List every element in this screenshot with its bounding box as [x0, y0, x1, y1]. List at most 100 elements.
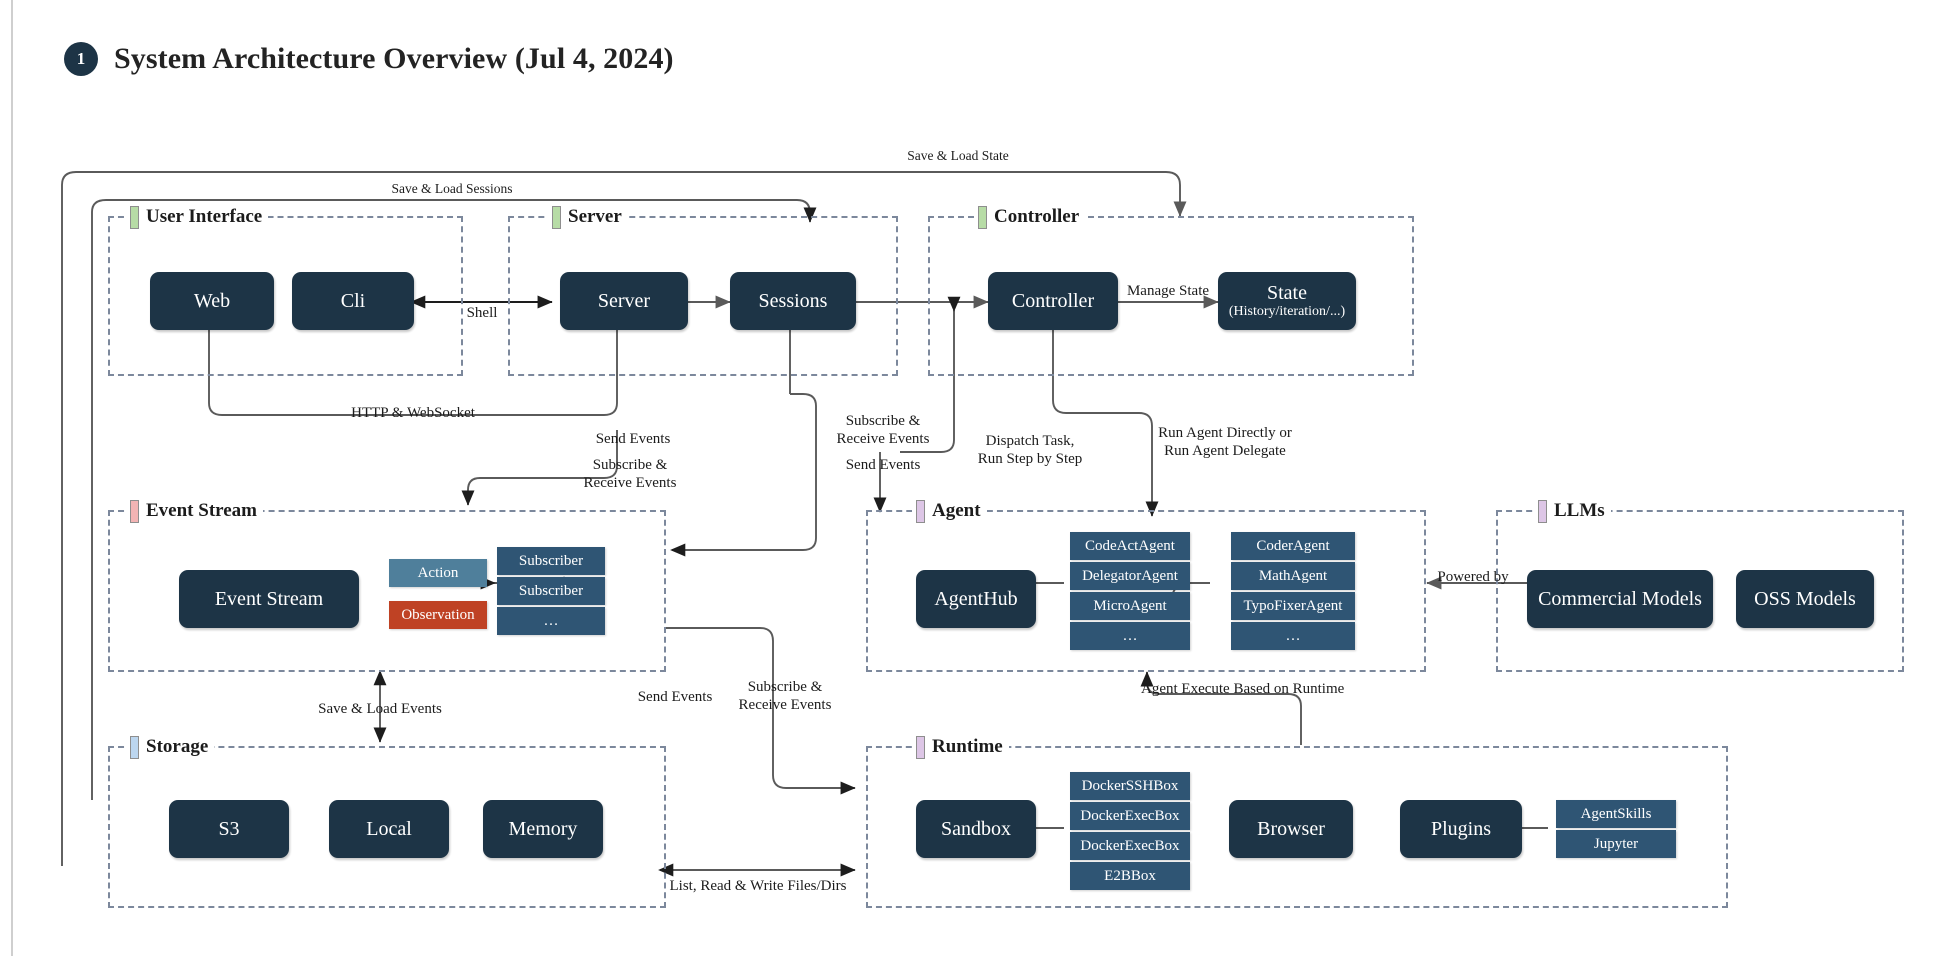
group-storage: Storage — [108, 735, 666, 908]
group-label-storage: Storage — [126, 735, 215, 759]
chip-action[interactable]: Action — [389, 559, 487, 587]
group-runtime: Runtime — [866, 735, 1728, 908]
group-title-user-interface: User Interface — [146, 206, 263, 227]
list-item[interactable]: DockerSSHBox — [1070, 772, 1190, 800]
node-server-label: Server — [597, 289, 651, 312]
group-title-controller: Controller — [994, 206, 1080, 227]
edge-label-shell: Shell — [466, 305, 498, 321]
node-local[interactable]: Local — [329, 800, 449, 858]
node-oss-models-label: OSS Models — [1754, 587, 1856, 610]
list-item[interactable]: CoderAgent — [1231, 532, 1355, 560]
group-marker-icon — [552, 205, 561, 229]
node-plugins[interactable]: Plugins — [1400, 800, 1522, 858]
group-user-interface: User Interface — [108, 205, 463, 376]
node-agent-hub-label: AgentHub — [934, 587, 1018, 610]
list-item[interactable]: CodeActAgent — [1070, 532, 1190, 560]
node-agent-hub[interactable]: AgentHub — [916, 570, 1036, 628]
node-controller[interactable]: Controller — [988, 272, 1118, 330]
group-controller: Controller — [928, 205, 1414, 376]
page-left-rule — [11, 0, 13, 956]
edge-label-list-read-write: List, Read & Write Files/Dirs — [669, 878, 847, 894]
node-memory-label: Memory — [508, 817, 578, 840]
group-event-stream: Event Stream — [108, 499, 666, 672]
node-state-subtitle: (History/iteration/...) — [1228, 304, 1346, 319]
group-marker-icon — [130, 205, 139, 229]
group-label-event-stream: Event Stream — [126, 499, 263, 523]
group-marker-icon — [978, 205, 987, 229]
chip-observation[interactable]: Observation — [389, 601, 487, 629]
page-title: System Architecture Overview (Jul 4, 202… — [114, 42, 674, 75]
list-item[interactable]: … — [1070, 622, 1190, 650]
node-web[interactable]: Web — [150, 272, 274, 330]
list-item[interactable]: DockerExecBox — [1070, 832, 1190, 860]
edge-label-save-load-sessions: Save & Load Sessions — [391, 181, 513, 196]
list-item[interactable]: AgentSkills — [1556, 800, 1676, 828]
list-item[interactable]: DelegatorAgent — [1070, 562, 1190, 590]
node-s3[interactable]: S3 — [169, 800, 289, 858]
group-llms: LLMs — [1496, 499, 1904, 672]
edge-label-send-events-1: Send Events — [595, 431, 671, 447]
node-sandbox-label: Sandbox — [941, 817, 1011, 840]
chip-observation-label: Observation — [401, 606, 475, 623]
group-server: Server — [508, 205, 898, 376]
edge-label-powered-by: Powered by — [1437, 569, 1509, 585]
list-item[interactable]: DockerExecBox — [1070, 802, 1190, 830]
stack-subscribers: Subscriber Subscriber … — [497, 547, 605, 635]
edge-label-dispatch-task: Dispatch Task,Run Step by Step — [977, 433, 1083, 468]
group-title-server: Server — [568, 206, 622, 227]
node-web-label: Web — [193, 289, 231, 312]
node-state-title: State — [1267, 282, 1307, 304]
group-marker-icon — [130, 735, 139, 759]
group-marker-icon — [916, 735, 925, 759]
edge-label-send-events-3: Send Events — [637, 689, 713, 705]
list-item[interactable]: Subscriber — [497, 547, 605, 575]
node-plugins-label: Plugins — [1430, 817, 1492, 840]
list-item[interactable]: MicroAgent — [1070, 592, 1190, 620]
chip-action-label: Action — [417, 564, 459, 581]
node-local-label: Local — [366, 817, 412, 840]
group-marker-icon — [130, 499, 139, 523]
list-item[interactable]: TypoFixerAgent — [1231, 592, 1355, 620]
group-label-controller: Controller — [974, 205, 1086, 229]
node-browser-label: Browser — [1257, 817, 1325, 840]
list-item[interactable]: Jupyter — [1556, 830, 1676, 858]
node-controller-label: Controller — [1011, 289, 1095, 312]
node-sessions[interactable]: Sessions — [730, 272, 856, 330]
node-s3-label: S3 — [218, 817, 240, 840]
edge-label-http-websocket: HTTP & WebSocket — [351, 405, 475, 421]
stack-sandboxes: DockerSSHBox DockerExecBox DockerExecBox… — [1070, 772, 1190, 890]
node-oss-models[interactable]: OSS Models — [1736, 570, 1874, 628]
edge-label-subscribe-receive-1: Subscribe &Receive Events — [583, 457, 677, 492]
slide-header: 1 System Architecture Overview (Jul 4, 2… — [64, 42, 674, 76]
node-memory[interactable]: Memory — [483, 800, 603, 858]
stack-agents-left: CodeActAgent DelegatorAgent MicroAgent … — [1070, 532, 1190, 650]
edge-label-manage-state: Manage State — [1126, 283, 1210, 299]
node-commercial-models-label: Commercial Models — [1538, 587, 1702, 610]
list-item[interactable]: MathAgent — [1231, 562, 1355, 590]
node-browser[interactable]: Browser — [1229, 800, 1353, 858]
edge-label-subscribe-receive-3: Subscribe &Receive Events — [738, 679, 832, 714]
node-event-stream[interactable]: Event Stream — [179, 570, 359, 628]
node-sessions-label: Sessions — [758, 289, 828, 312]
list-item[interactable]: … — [497, 607, 605, 635]
group-label-llms: LLMs — [1534, 499, 1611, 523]
node-commercial-models[interactable]: Commercial Models — [1527, 570, 1713, 628]
stack-agents-right: CoderAgent MathAgent TypoFixerAgent … — [1231, 532, 1355, 650]
group-marker-icon — [1538, 499, 1547, 523]
group-agent: Agent — [866, 499, 1426, 672]
group-title-event-stream: Event Stream — [146, 500, 257, 521]
node-cli-label: Cli — [340, 289, 366, 312]
group-title-llms: LLMs — [1554, 500, 1605, 521]
node-sandbox[interactable]: Sandbox — [916, 800, 1036, 858]
list-item[interactable]: … — [1231, 622, 1355, 650]
list-item[interactable]: Subscriber — [497, 577, 605, 605]
node-server[interactable]: Server — [560, 272, 688, 330]
group-label-agent: Agent — [912, 499, 987, 523]
edge-label-subscribe-receive-2: Subscribe &Receive Events — [836, 413, 930, 448]
node-state[interactable]: State (History/iteration/...) — [1218, 272, 1356, 330]
list-item[interactable]: E2BBox — [1070, 862, 1190, 890]
node-cli[interactable]: Cli — [292, 272, 414, 330]
edge-label-save-load-events: Save & Load Events — [318, 701, 442, 717]
group-marker-icon — [916, 499, 925, 523]
